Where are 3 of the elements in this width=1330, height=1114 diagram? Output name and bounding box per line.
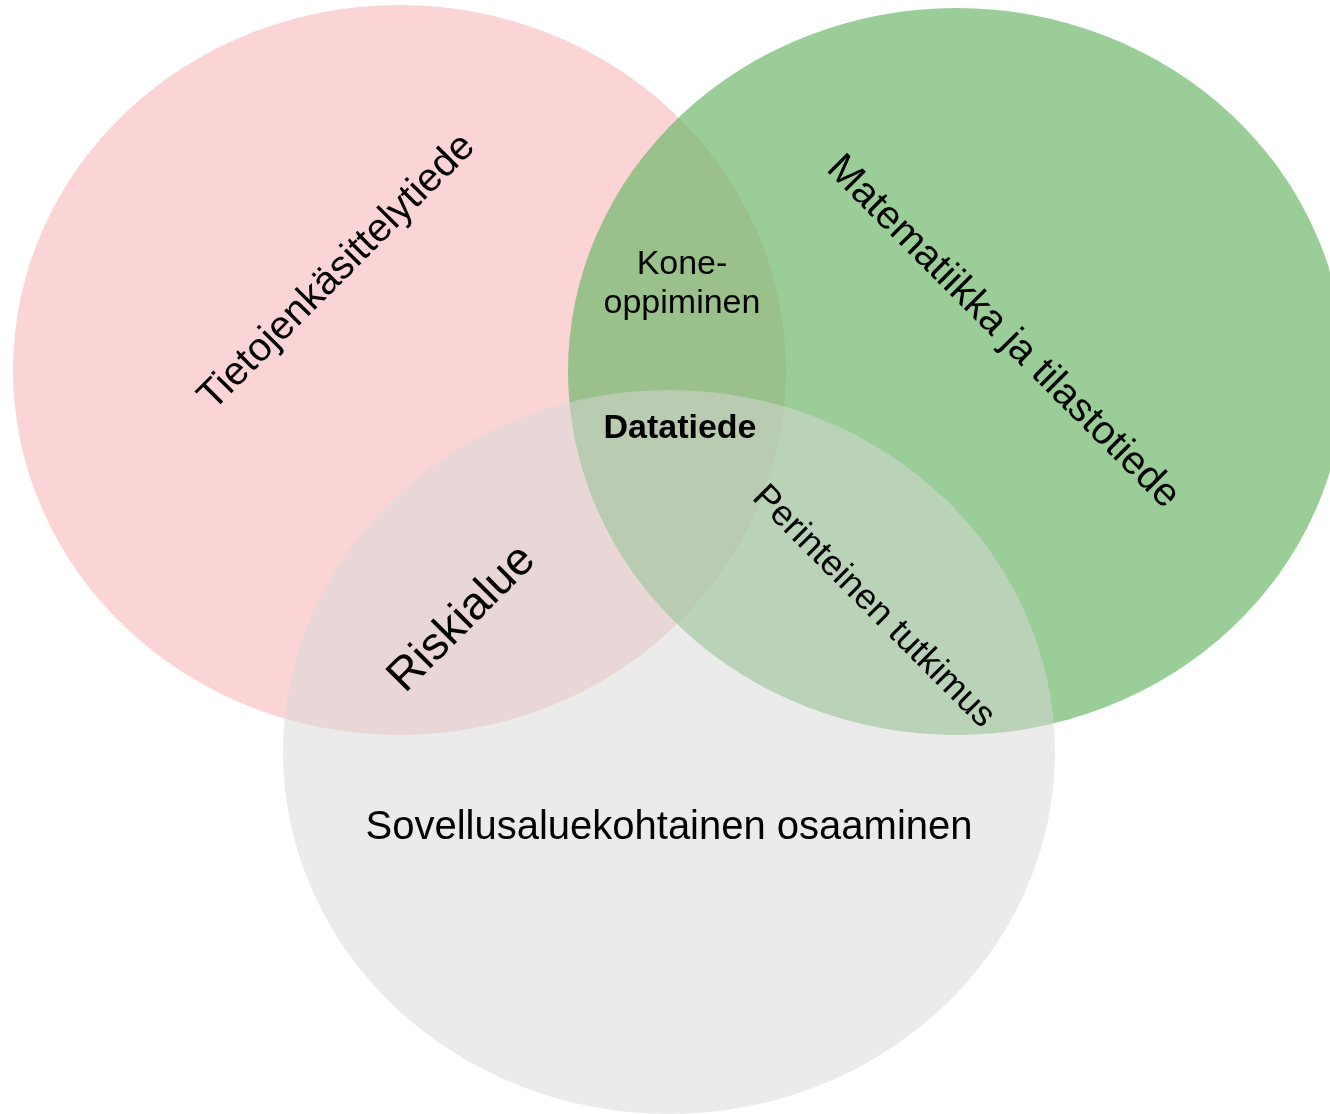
overlap-label: Kone- oppiminen [602,242,762,322]
overlap-label: Datatiede [603,407,757,447]
circle-label: Sovellusaluekohtainen osaaminen [365,802,973,848]
